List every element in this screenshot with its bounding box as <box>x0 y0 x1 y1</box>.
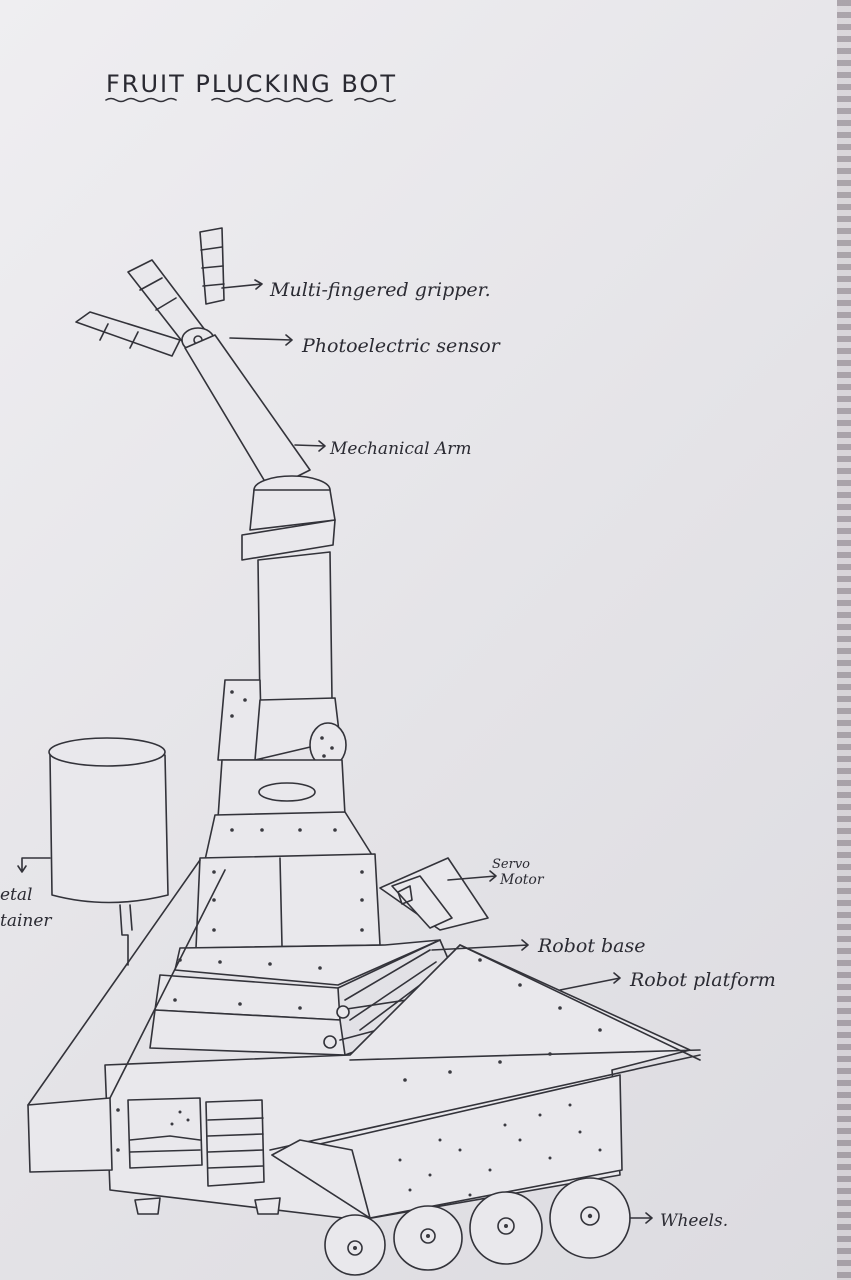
label-servo-line1: Servo <box>492 857 530 872</box>
title-underline-1 <box>106 99 176 102</box>
label-servo-line2: Motor <box>499 872 545 888</box>
label-base: Robot base <box>537 935 646 957</box>
label-gripper: Multi-fingered gripper. <box>269 279 491 301</box>
label-wheels: Wheels. <box>660 1211 728 1231</box>
title-underline-3 <box>355 99 395 102</box>
servo-motor <box>380 858 488 930</box>
mechanical-arm <box>185 335 346 818</box>
title-underline-2 <box>212 99 332 102</box>
label-container-line1: etal <box>0 885 32 905</box>
label-container-line2: tainer <box>0 911 52 931</box>
gripper <box>76 228 224 356</box>
label-platform: Robot platform <box>629 969 776 991</box>
sketch-title: FRUIT PLUCKING BOT <box>106 70 397 98</box>
label-sensor: Photoelectric sensor <box>301 335 502 357</box>
label-arm: Mechanical Arm <box>329 439 471 459</box>
